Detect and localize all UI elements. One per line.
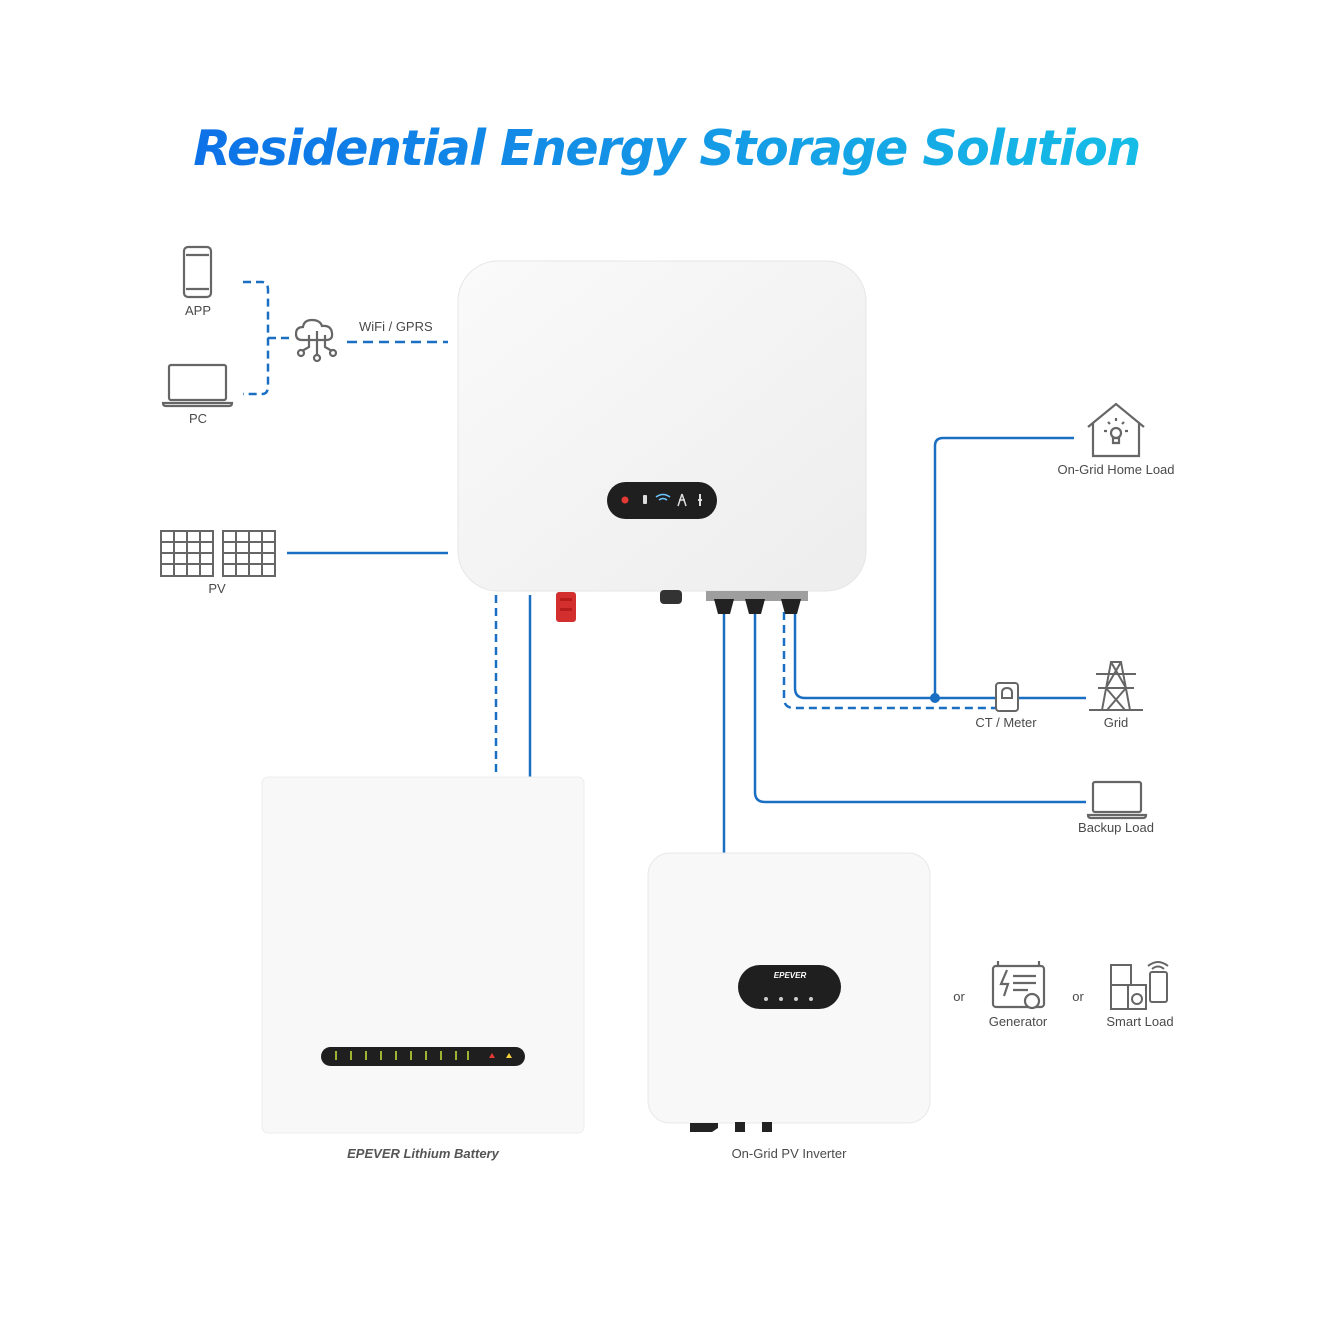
power-indicator-icon: [621, 496, 629, 504]
grid-comm-line: [782, 612, 996, 710]
generator-label: Generator: [988, 1014, 1048, 1029]
home-load-icon: [1087, 402, 1145, 458]
inverter-display-panel: [607, 482, 717, 519]
hybrid-inverter: [457, 260, 867, 622]
backup-load-line: [753, 612, 1086, 804]
page-title: Residential Energy Storage Solution: [0, 120, 1333, 177]
battery-alarm-icon: [489, 1053, 495, 1058]
grid-tower-icon: [1089, 661, 1143, 711]
laptop-icon: [161, 363, 234, 408]
pv-inverter-label: On-Grid PV Inverter: [731, 1146, 847, 1161]
ct-meter-label: CT / Meter: [975, 715, 1037, 730]
smart-load-icon: [1110, 961, 1169, 1010]
wifi-indicator-icon: [655, 493, 671, 501]
pv-inverter-display: [738, 965, 841, 1009]
pv-inverter-port-1: [735, 1122, 745, 1132]
pv-label: PV: [208, 581, 226, 596]
or-label-2: or: [1072, 989, 1084, 1004]
comm-port: [660, 590, 682, 604]
smart-load-label: Smart Load: [1106, 1014, 1174, 1029]
phone-icon: [182, 245, 213, 299]
pv-inverter-foot-left: [690, 1123, 718, 1132]
on-grid-pv-inverter: [647, 852, 931, 1132]
app-label: APP: [184, 303, 211, 318]
pv-connector: [556, 592, 576, 622]
grid-indicator-icon: [677, 493, 687, 507]
ac-connector-3: [781, 599, 801, 614]
backup-load-laptop-icon: [1086, 780, 1148, 820]
backup-load-label: Backup Load: [1078, 820, 1154, 835]
cloud-network-icon: [294, 318, 338, 363]
pc-label: PC: [188, 411, 208, 426]
home-load-line: [933, 436, 1074, 698]
battery-run-icon: [506, 1053, 512, 1058]
pv-inverter-port-2: [762, 1122, 772, 1132]
app-pc-bracket-line: [243, 280, 270, 396]
ac-connector-1: [714, 599, 734, 614]
battery-label: EPEVER Lithium Battery: [347, 1146, 499, 1161]
or-label-1: or: [953, 989, 965, 1004]
ct-meter-icon: [995, 682, 1019, 712]
lithium-battery: [261, 776, 585, 1134]
ac-connector-2: [745, 599, 765, 614]
junction-dot: [930, 693, 940, 703]
grid-line: [793, 612, 996, 700]
battery-soc-bar: [321, 1047, 525, 1066]
grid-label: Grid: [1103, 715, 1129, 730]
home-load-label: On-Grid Home Load: [1057, 462, 1175, 477]
pv-inverter-brand-logo: EPEVER: [773, 971, 807, 980]
battery-indicator-icon: [643, 495, 647, 504]
generator-icon: [991, 961, 1046, 1010]
solar-panel-icon: [160, 530, 276, 577]
ac-terminal-block: [706, 591, 808, 601]
wifi-gprs-label: WiFi / GPRS: [359, 319, 433, 334]
load-indicator-icon: [698, 494, 702, 506]
